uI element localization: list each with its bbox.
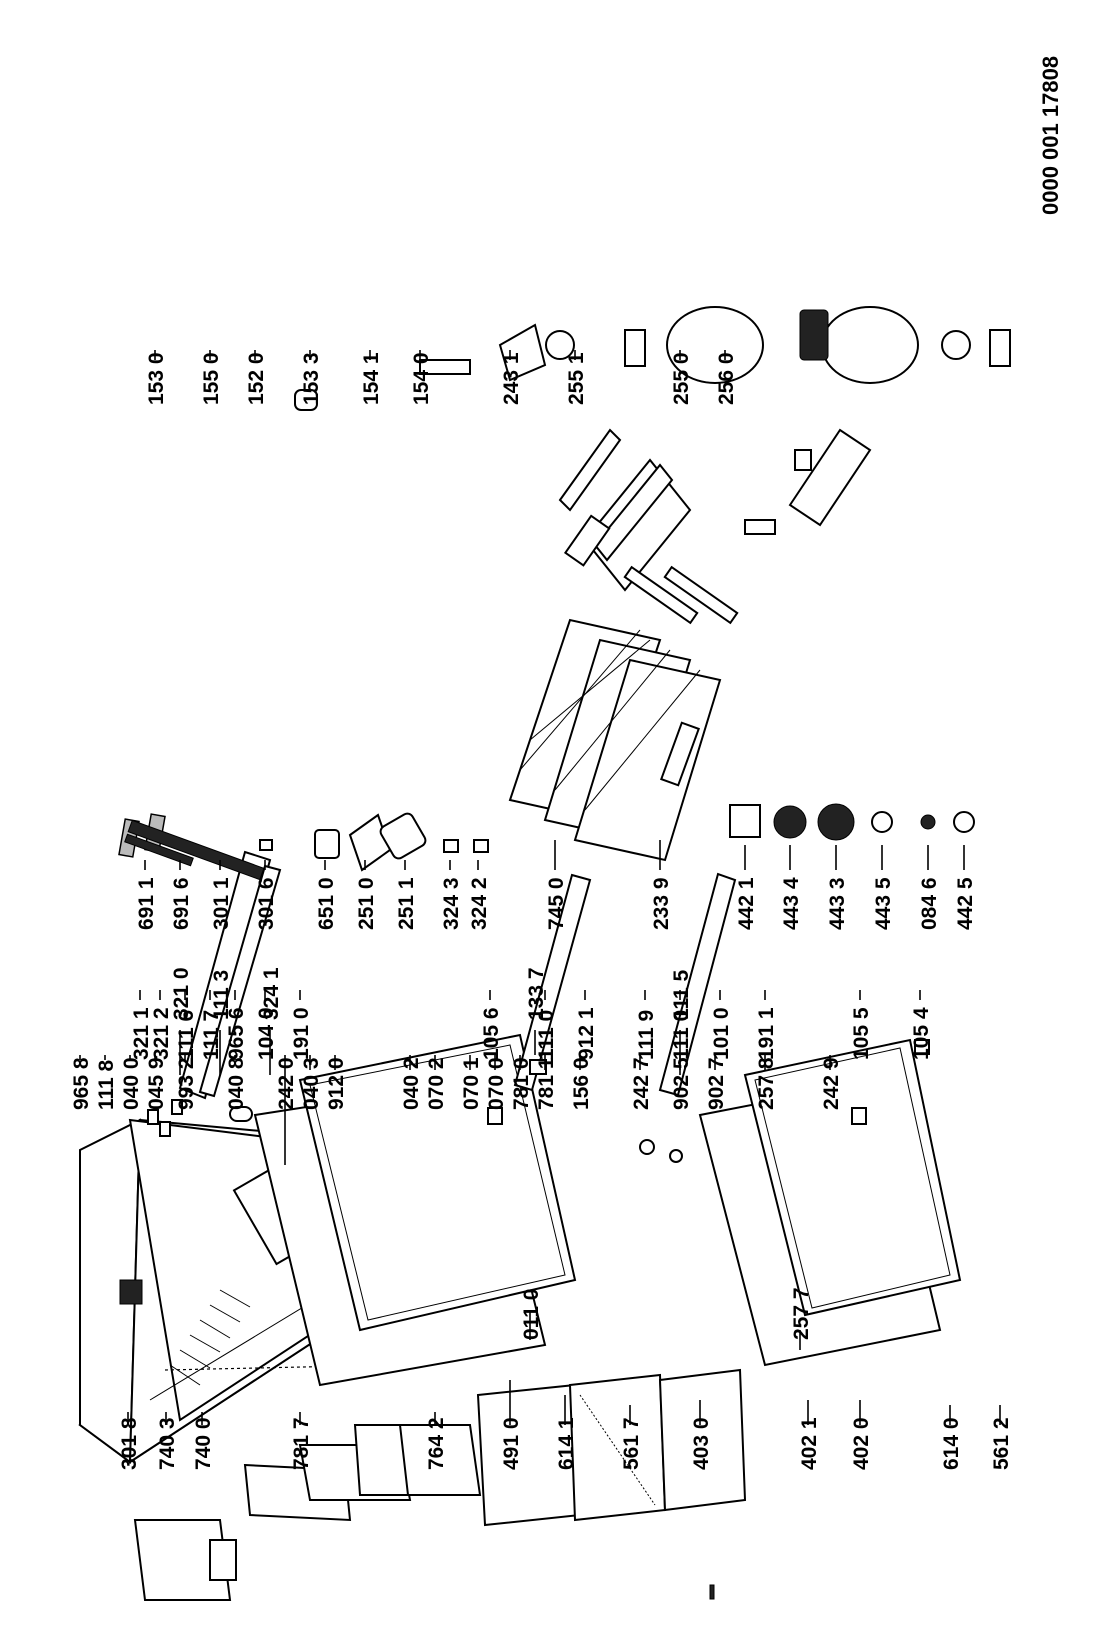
lower-door-assembly	[698, 1038, 962, 1367]
part-label: 154 1	[360, 352, 383, 405]
part-label: 442 5	[954, 877, 977, 930]
part-label: 912 1	[575, 1007, 598, 1060]
part-label: 965 8	[70, 1057, 93, 1110]
part-label: 301 1	[210, 877, 233, 930]
part-label: 155 0	[200, 352, 223, 405]
evaporator-racks	[508, 618, 722, 862]
part-label: 781 7	[290, 1417, 313, 1470]
part-label: 111 3	[210, 970, 233, 1020]
part-label: 070 1	[460, 1057, 483, 1110]
part-label: 111 0	[670, 1010, 693, 1060]
part-label: 301 6	[255, 877, 278, 930]
part-label: 251 1	[395, 877, 418, 930]
upper-door-assembly	[253, 1033, 577, 1387]
part-label: 321 2	[150, 1007, 173, 1060]
part-label: 243 1	[500, 352, 523, 405]
part-label: 011 0	[520, 1289, 543, 1340]
part-label: 764 2	[425, 1417, 448, 1470]
part-label: 084 6	[918, 877, 941, 930]
part-label: 691 1	[135, 877, 158, 930]
part-label: 691 6	[170, 877, 193, 930]
part-label: 256 0	[715, 352, 738, 405]
part-label: 133 7	[525, 967, 548, 1020]
part-label: 561 2	[990, 1417, 1013, 1470]
document-code: 0000 001 17808	[1038, 56, 1063, 215]
part-label: 242 9	[820, 1057, 843, 1110]
part-label: 651 0	[315, 877, 338, 930]
part-label: 101 0	[710, 1007, 733, 1060]
part-label: 257 8	[755, 1057, 778, 1110]
part-label: 965 6	[225, 1007, 248, 1060]
compressors	[294, 306, 1011, 411]
part-label: 324 2	[468, 877, 491, 930]
part-label: 402 0	[850, 1417, 873, 1470]
part-label: 111 6	[175, 1010, 198, 1060]
small-parts-column	[118, 721, 700, 881]
part-label: 614 0	[940, 1417, 963, 1470]
part-label: 105 6	[480, 1007, 503, 1060]
part-label: 993 2	[175, 1057, 198, 1110]
part-label: 402 1	[798, 1417, 821, 1470]
part-label: 111 8	[95, 1059, 118, 1110]
part-label: 045 9	[145, 1057, 168, 1110]
leader-lines	[79, 350, 1001, 1425]
part-label: 781 1	[535, 1057, 558, 1110]
part-label: 191 1	[755, 1007, 778, 1060]
part-label: 781 0	[510, 1057, 533, 1110]
drawers	[558, 428, 872, 625]
part-label: 740 0	[192, 1417, 215, 1470]
part-label: 191 0	[290, 1007, 313, 1060]
part-label: 561 7	[620, 1417, 643, 1470]
part-label: 740 3	[156, 1417, 179, 1470]
part-label: 255 1	[565, 352, 588, 405]
part-illustrations	[78, 306, 1011, 1601]
part-label: 040 2	[400, 1057, 423, 1110]
part-label: 153 0	[145, 352, 168, 405]
part-label: 443 3	[826, 877, 849, 930]
door-balconies	[133, 1368, 747, 1601]
part-label: 040 0	[120, 1057, 143, 1110]
part-label: 902 7	[705, 1057, 728, 1110]
fan-motor-parts	[729, 803, 975, 841]
part-label: 491 0	[500, 1417, 523, 1470]
part-label: 745 0	[545, 877, 568, 930]
part-label: 040 8	[225, 1057, 248, 1110]
part-label: 242 7	[630, 1057, 653, 1110]
part-label: 443 5	[872, 877, 895, 930]
part-number-labels: 301 8 740 3 740 0 781 7 764 2 491 0 614 …	[70, 56, 1063, 1470]
hinge-parts	[147, 1039, 930, 1163]
part-label: 614 1	[555, 1417, 578, 1470]
part-label: 324 1	[260, 967, 283, 1020]
part-label: 152 0	[245, 352, 268, 405]
part-label: 443 4	[780, 877, 803, 930]
part-label: 111 7	[200, 1010, 223, 1060]
part-label: 105 5	[850, 1007, 873, 1060]
part-label: 251 0	[355, 877, 378, 930]
part-label: 324 3	[440, 877, 463, 930]
part-label: 442 1	[735, 877, 758, 930]
part-label: 040 3	[300, 1057, 323, 1110]
part-label: 255 0	[670, 352, 693, 405]
part-label: 111 0	[535, 1010, 558, 1060]
part-label: 233 9	[650, 877, 673, 930]
part-label: 912 0	[325, 1057, 348, 1110]
part-label: 321 0	[170, 967, 193, 1020]
part-label: 301 8	[118, 1417, 141, 1470]
part-label: 403 0	[690, 1417, 713, 1470]
part-label: 070 0	[485, 1057, 508, 1110]
part-label: 902 5	[670, 1057, 693, 1110]
part-label: 154 0	[410, 352, 433, 405]
part-label: 070 2	[425, 1057, 448, 1110]
part-label: 321 1	[130, 1007, 153, 1060]
part-label: 105 4	[910, 1007, 933, 1060]
part-label: 153 3	[300, 352, 323, 405]
part-label: 242 0	[275, 1057, 298, 1110]
part-label: 257 7	[790, 1287, 813, 1340]
part-label: 111 9	[635, 1010, 658, 1060]
part-label: 156 0	[570, 1057, 593, 1110]
part-label: 104 0	[255, 1007, 278, 1060]
part-label: 111 5	[670, 969, 693, 1020]
